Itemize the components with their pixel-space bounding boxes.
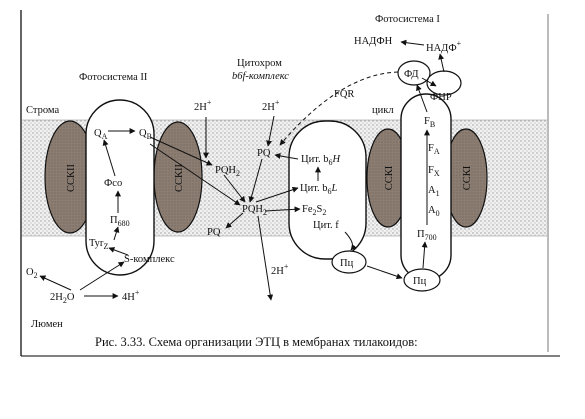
photosystem-ii-heading: Фотосистема II xyxy=(79,72,148,83)
arrow-pc-pc xyxy=(366,265,403,280)
cycle-label: цикл xyxy=(372,105,394,116)
electron-flow-arrows xyxy=(39,39,445,301)
proton-right-label: 2H+ xyxy=(262,98,280,113)
p700-label: П700 xyxy=(417,229,437,242)
arrow-pqh2-fes xyxy=(264,206,301,213)
arrow-pc-p700 xyxy=(421,241,428,269)
arrow-fb-fd xyxy=(416,84,428,113)
sskII-right-label: ССКII xyxy=(174,164,185,193)
arrow-nadp-nadph xyxy=(400,39,425,46)
plastocyanin-1-circle xyxy=(331,250,367,274)
cytochrome-b6f-complex xyxy=(288,120,367,260)
arrow-fnr-nadp xyxy=(438,53,445,73)
sskII-left-label: ССКII xyxy=(66,164,77,193)
cyt-f-label: Цит. f xyxy=(313,220,339,231)
fx-label: FX xyxy=(428,165,440,178)
arrow-scomplex-tyr xyxy=(108,247,129,256)
photosystem-i-heading: Фотосистема I xyxy=(375,14,440,25)
fe2s2-label: Fe2S2 xyxy=(302,204,326,217)
s-complex-label: S-комплекс xyxy=(124,254,175,265)
pq-top-label: PQ xyxy=(257,148,271,159)
arrow-h2o-o2 xyxy=(39,275,72,291)
arrow-pq-pqh2 xyxy=(248,158,263,203)
pqh2-mid-label: PQH2 xyxy=(242,204,267,217)
pq-bottom-label: PQ xyxy=(207,227,221,238)
sskI-right-label: ССКI xyxy=(462,165,473,190)
figure-caption: Рис. 3.33. Схема организации ЭТЦ в мембр… xyxy=(95,335,418,349)
fa-label: FA xyxy=(428,143,440,156)
a1-label: A1 xyxy=(428,185,440,198)
o2-label: O2 xyxy=(26,267,38,280)
cytochrome-heading-line1: Цитохром xyxy=(237,58,282,69)
proton-left-label: 2H+ xyxy=(194,98,212,113)
plastocyanin-2-label: Пц xyxy=(413,276,427,287)
stroma-label: Строма xyxy=(26,105,59,116)
nadp-label: НАДФ+ xyxy=(426,39,462,54)
ferredoxin-label: ФД xyxy=(404,69,419,80)
cyt-b6h-label: Цит. b6H xyxy=(301,154,342,167)
qa-label: QA xyxy=(94,128,108,141)
arrow-fso-qa xyxy=(102,139,116,177)
a0-label: A0 xyxy=(428,205,440,218)
tyrz-label: TyrZ xyxy=(89,238,108,251)
four-protons-label: 4H+ xyxy=(122,288,140,303)
p680-label: П680 xyxy=(110,215,130,228)
arrow-h2o-scomplex xyxy=(79,261,125,291)
nadph-label: НАДФН xyxy=(354,36,393,47)
fqr-label: FQR xyxy=(334,89,354,100)
arrow-pqh2-cytb xyxy=(255,186,299,203)
pqh2-top-label: PQH2 xyxy=(215,165,240,178)
ferredoxin-circle xyxy=(397,60,431,86)
fb-label: FB xyxy=(424,116,435,129)
plastocyanin-2-circle xyxy=(403,268,441,292)
arrow-pqh2-pq xyxy=(225,212,244,229)
lumen-label: Люмен xyxy=(31,319,63,330)
arrow-cytf-pc xyxy=(344,231,357,251)
arrow-fd-fnr xyxy=(421,77,437,87)
arrow-cytb-pq xyxy=(274,152,299,160)
h2o-label: 2H2O xyxy=(50,292,75,305)
arrow-pqh2-down xyxy=(223,174,246,203)
arrow-qb-pqh2 xyxy=(149,136,213,166)
arrow-proton-right xyxy=(266,115,275,147)
fnr-label: ФНР xyxy=(430,92,452,103)
arrow-qb-pqh2-mid xyxy=(149,143,241,206)
plastocyanin-1-label: Пц xyxy=(340,258,354,269)
cytochrome-heading-line2: b6f-комплекс xyxy=(232,71,289,82)
qb-label: QB xyxy=(139,128,152,141)
arrow-proton-lumen xyxy=(257,215,274,301)
cyt-b6l-label: Цит. b6L xyxy=(300,183,338,196)
arrow-tyr-p680 xyxy=(113,226,120,241)
fso-label: Фсо xyxy=(104,178,122,189)
arrow-cyclic-fqr xyxy=(279,71,399,146)
proton-bottom-label: 2H+ xyxy=(271,262,289,277)
sskI-left-label: ССКI xyxy=(384,165,395,190)
